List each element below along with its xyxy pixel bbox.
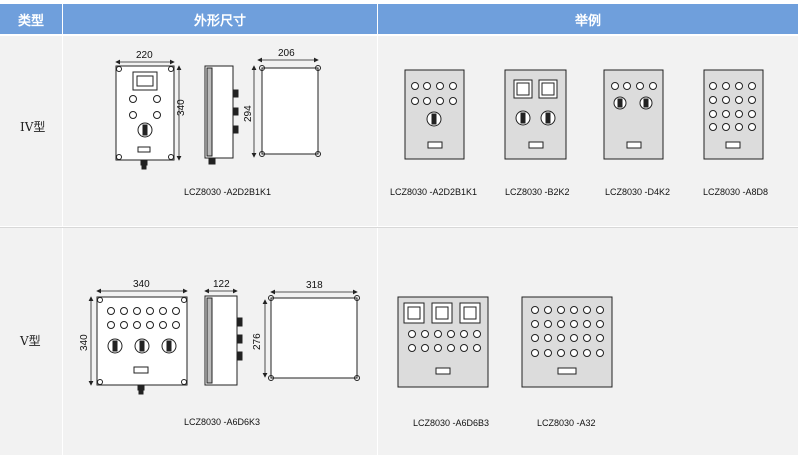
example-a2d2b1k1 [404,69,465,160]
v-dim-lines [88,288,358,386]
column-divider [62,36,63,455]
example-a8d8 [703,69,764,160]
row-divider [0,227,798,228]
header-dimensions: 外形尺寸 [63,4,377,34]
header-examples-label: 举例 [574,13,601,29]
type-label-v: V型 [20,334,41,348]
example-label-d4k2: LCZ8030 -D4K2 [605,187,671,197]
dim-side-height-v: 276 [252,333,263,350]
iv-front-view [115,65,175,170]
dim-depth-front-v: 122 [213,279,230,290]
type-label-iv: IV型 [20,120,46,134]
dim-side-height-iv: 294 [243,105,254,122]
example-label-b2k2: LCZ8030 -B2K2 [505,187,570,197]
iv-side-view [204,65,239,165]
iv-back-view [259,65,321,157]
header-examples: 举例 [378,4,798,34]
example-label-a8d8: LCZ8030 -A8D8 [703,187,769,197]
iv-dim-lines [115,57,319,161]
drawing-model-v: LCZ8030 -A6D6K3 [184,417,261,427]
example-a32 [521,296,613,388]
header-type-label: 类型 [17,13,44,29]
header-dimensions-label: 外形尺寸 [193,13,246,29]
header-type: 类型 [0,4,62,34]
v-back-view [268,295,360,381]
example-label-a32: LCZ8030 -A32 [537,418,596,428]
dim-depth-v: 318 [306,280,323,291]
drawing-model-iv: LCZ8030 -A2D2B1K1 [184,187,272,197]
column-divider [377,36,378,455]
dim-width-v: 340 [133,279,150,290]
example-label-a2d2b1k1: LCZ8030 -A2D2B1K1 [390,187,478,197]
dim-height-v: 340 [79,334,90,351]
dim-height-iv: 340 [176,99,187,116]
example-label-a6d6b3: LCZ8030 -A6D6B3 [413,418,490,428]
example-a6d6b3 [397,296,489,388]
example-d4k2 [603,69,664,160]
v-front-view [96,296,188,395]
dim-depth-iv: 206 [278,48,295,59]
dim-width-iv: 220 [136,50,153,61]
v-side-view [204,295,243,386]
example-b2k2 [504,69,567,160]
